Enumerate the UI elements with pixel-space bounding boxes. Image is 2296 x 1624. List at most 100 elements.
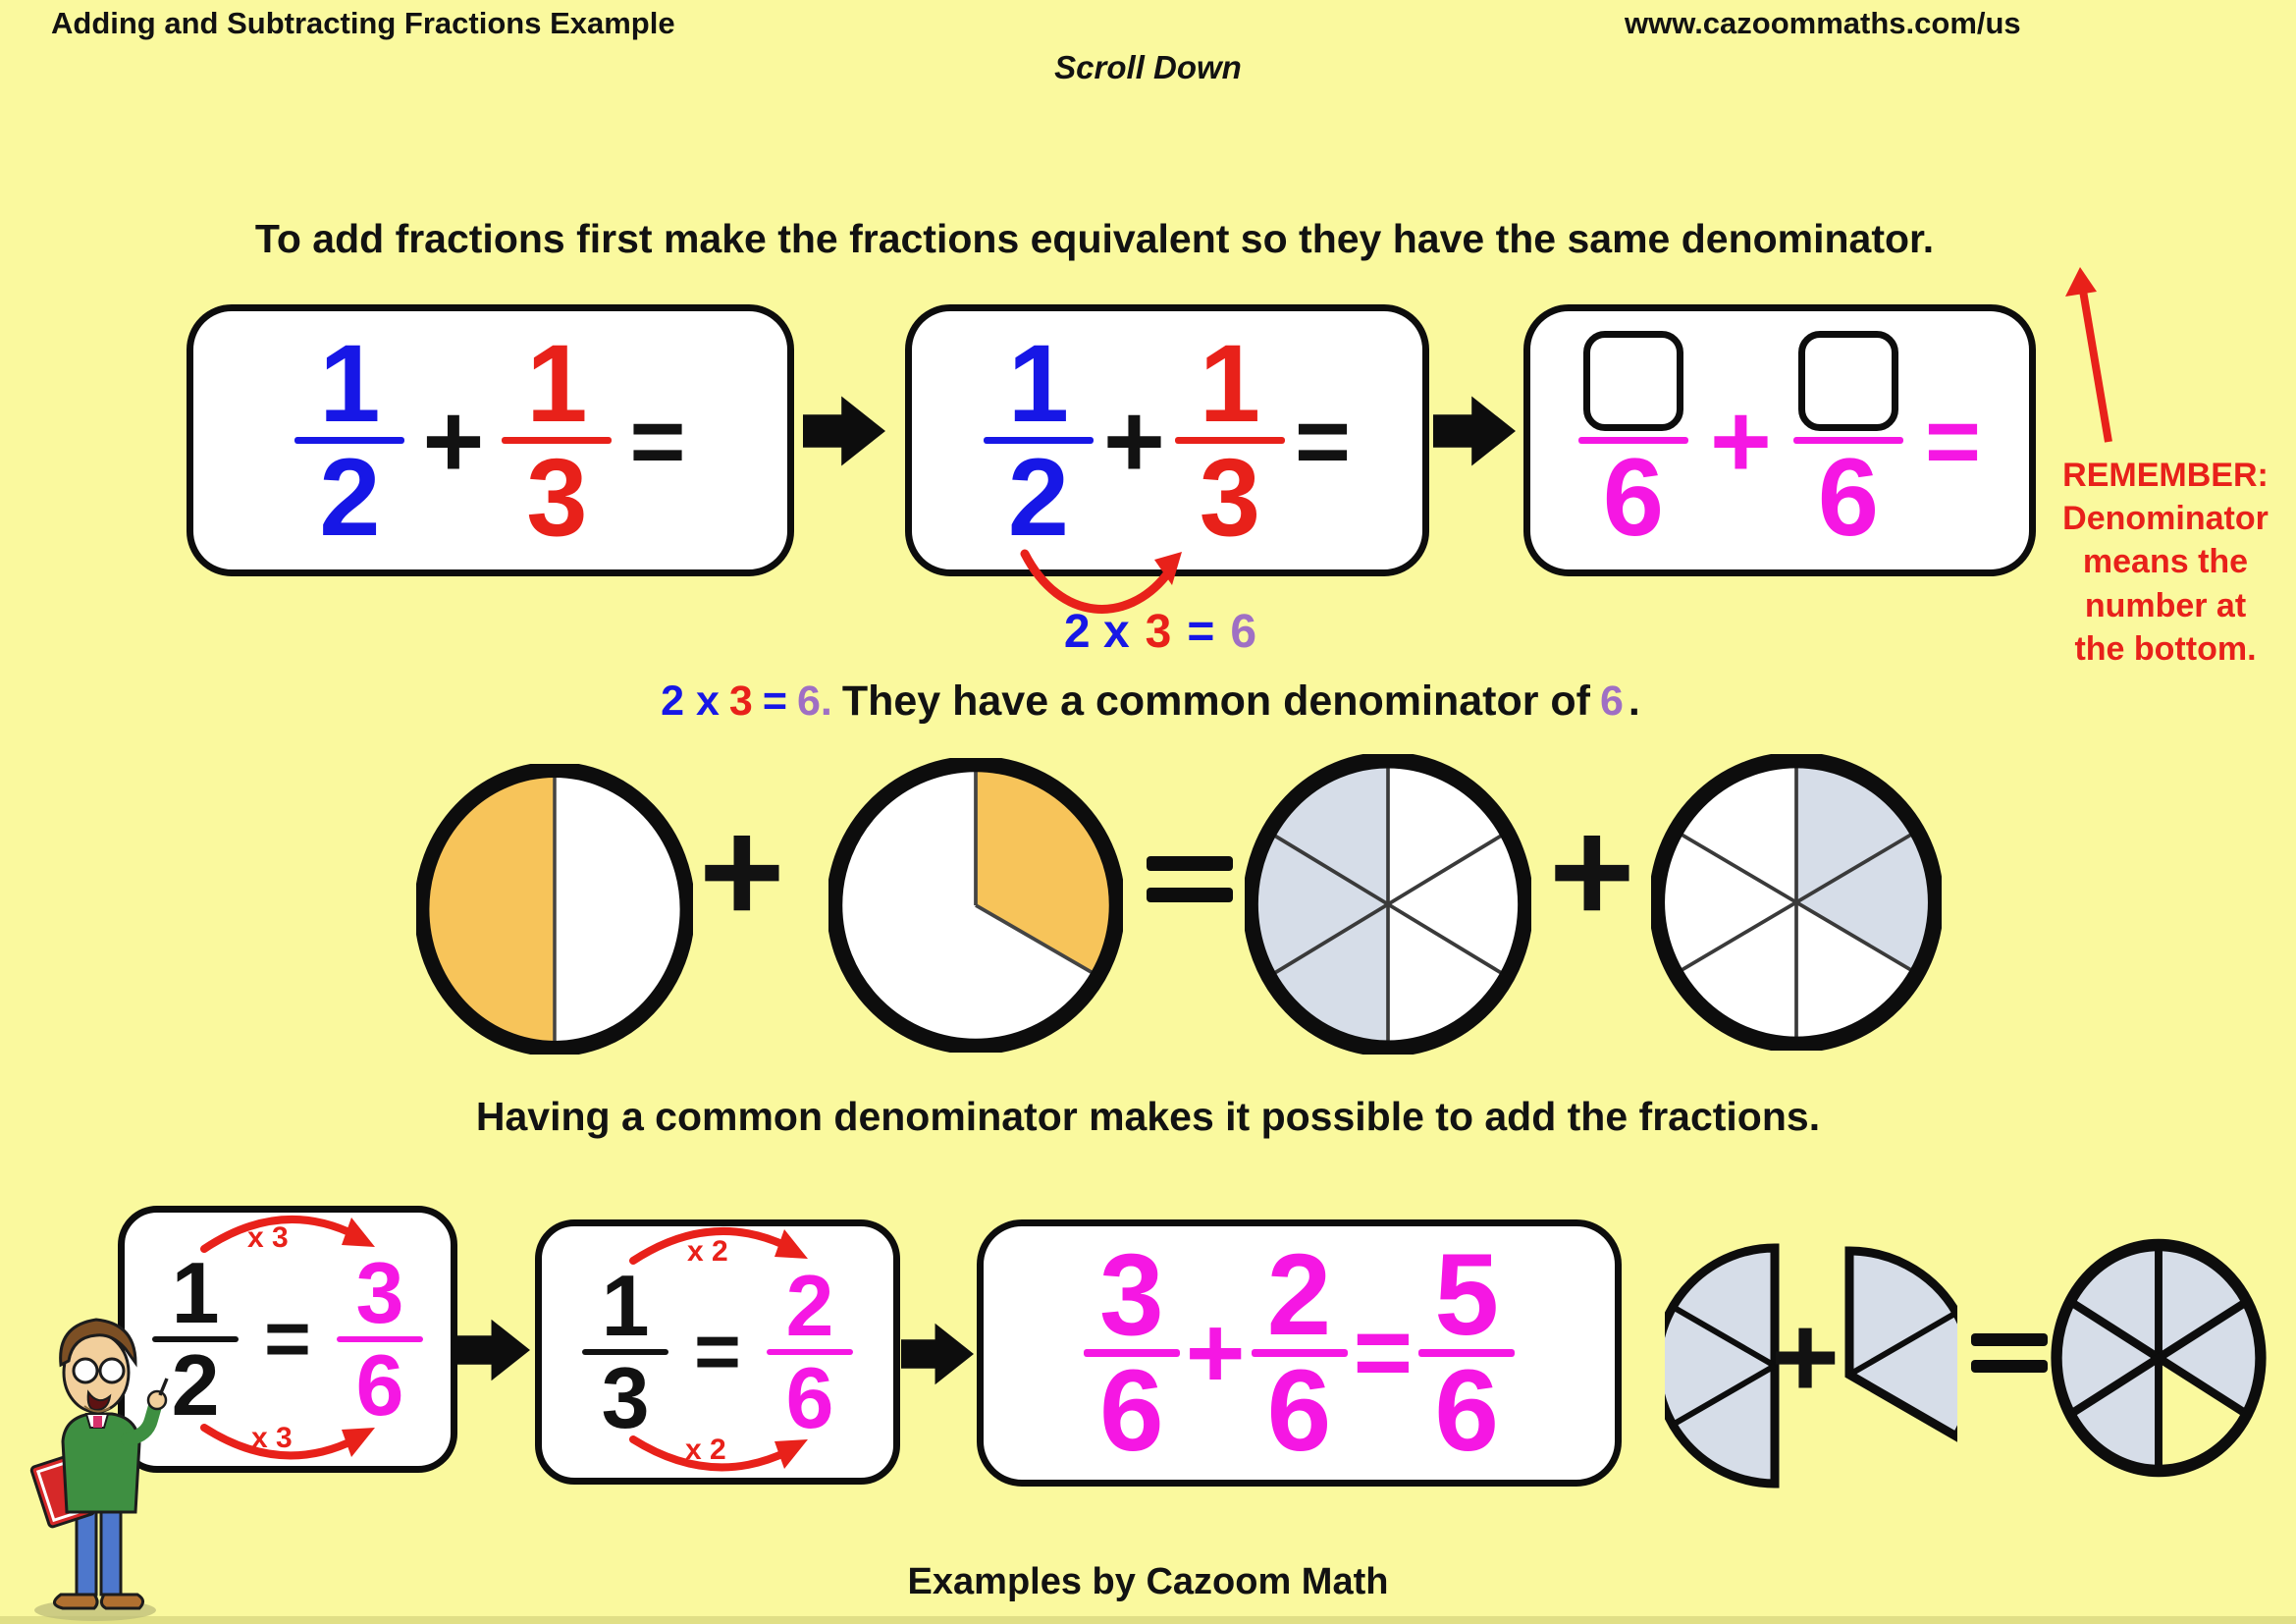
numerator: 2 xyxy=(1266,1229,1332,1360)
remember-line: number at xyxy=(2084,586,2247,624)
fraction-bar xyxy=(1418,1349,1516,1357)
sum-box: 3 6 + 2 6 = 5 6 xyxy=(977,1219,1622,1487)
numerator: 1 xyxy=(171,1244,220,1342)
plus-sign: + xyxy=(1549,788,1635,953)
equation-box-common-denominator: 6 + 6 = xyxy=(1523,304,2036,576)
fraction-one-third: 1 3 xyxy=(1174,321,1285,559)
sentence-part: 3 xyxy=(728,677,753,725)
page-title: Adding and Subtracting Fractions Example xyxy=(51,6,675,40)
three-sixths-circle-diagram xyxy=(1245,754,1531,1055)
sentence-part: 6. xyxy=(796,677,832,725)
fraction-bar xyxy=(1251,1349,1348,1357)
numerator: 2 xyxy=(785,1257,834,1355)
fraction-one-half: 1 2 xyxy=(294,321,405,559)
numerator: 1 xyxy=(526,321,588,445)
equals-bar xyxy=(1147,888,1233,902)
equation-box-original: 1 2 + 1 3 = xyxy=(187,304,794,576)
sentence-part: They have a common denominator of xyxy=(841,677,1590,725)
fraction-two-sixths: 2 6 xyxy=(1251,1229,1348,1476)
fraction-bar xyxy=(152,1336,240,1342)
denominator: 6 xyxy=(1098,1346,1164,1476)
fraction-bar xyxy=(294,437,405,444)
equals-sign: = xyxy=(1924,386,1982,495)
equals-sign xyxy=(1971,1333,2048,1373)
fraction-five-sixths: 5 6 xyxy=(1418,1229,1516,1476)
fraction-one-half: 1 2 xyxy=(152,1244,240,1428)
plus-sign: + xyxy=(422,380,485,500)
denominator: 6 xyxy=(785,1349,834,1446)
black-arrow-icon xyxy=(1433,396,1516,466)
note-part: 6 xyxy=(1230,606,1257,658)
remember-note: REMEMBER: Denominator means the number a… xyxy=(2040,454,2291,671)
sentence-part: 6 xyxy=(1600,677,1624,725)
plus-sign: + xyxy=(699,788,785,953)
denominator: 6 xyxy=(355,1336,404,1434)
numerator: 1 xyxy=(1007,321,1069,445)
third-circle-diagram xyxy=(828,758,1123,1053)
numerator-blank-box xyxy=(1582,331,1683,432)
note-part: 2 x xyxy=(1063,606,1130,658)
denominator: 6 xyxy=(1434,1346,1500,1476)
numerator: 3 xyxy=(355,1244,404,1342)
equals-bar xyxy=(1147,856,1233,871)
fraction-three-sixths: 3 6 xyxy=(336,1244,423,1434)
sentence-part: = xyxy=(762,677,787,725)
half-circle-diagram xyxy=(416,764,693,1055)
equals-sign: = xyxy=(1294,386,1352,495)
fraction-bar xyxy=(1792,437,1903,445)
numerator: 1 xyxy=(601,1257,650,1355)
times-two-label: x 2 xyxy=(687,1235,728,1268)
numerator: 1 xyxy=(1199,321,1261,445)
remember-line: Denominator xyxy=(2062,500,2269,538)
remember-line: means the xyxy=(2082,543,2249,581)
times-three-label: x 3 xyxy=(251,1422,293,1454)
denominator: 3 xyxy=(601,1349,650,1446)
denominator: 3 xyxy=(526,436,588,559)
denominator: 6 xyxy=(1266,1346,1332,1476)
bottom-strip xyxy=(0,1616,2296,1624)
instruction-step1: To add fractions first make the fraction… xyxy=(254,216,1935,261)
footer-credit: Examples by Cazoom Math xyxy=(907,1561,1389,1602)
equals-sign xyxy=(1147,856,1233,902)
plus-sign: + xyxy=(1102,380,1165,500)
denominator: 6 xyxy=(1602,436,1664,560)
fraction-bar xyxy=(502,437,613,444)
equals-bar xyxy=(1971,1333,2048,1346)
numerator: 1 xyxy=(319,321,381,445)
plus-sign: + xyxy=(1185,1295,1246,1410)
fraction-bar xyxy=(1083,1349,1180,1357)
site-url: www.cazoommaths.com/us xyxy=(1625,6,2021,40)
remember-line: the bottom. xyxy=(2074,629,2257,668)
equals-sign: = xyxy=(264,1294,311,1383)
denominator: 3 xyxy=(1199,436,1261,559)
denominator: 2 xyxy=(319,436,381,559)
teacher-illustration xyxy=(29,1318,169,1621)
scroll-down-hint: Scroll Down xyxy=(1054,49,1242,85)
fraction-one-half: 1 2 xyxy=(983,321,1094,553)
equals-sign: = xyxy=(629,386,686,495)
fraction-bar xyxy=(582,1349,669,1355)
equation-box-multiply: 1 2 + 1 3 = xyxy=(905,304,1429,576)
fraction-blank-sixths: 6 xyxy=(1577,331,1688,560)
two-sixths-wedge-diagram xyxy=(1844,1246,1957,1442)
plus-sign: + xyxy=(1771,1291,1841,1423)
note-part: 3 xyxy=(1145,606,1172,658)
plus-sign: + xyxy=(1709,380,1772,500)
denominator: 6 xyxy=(1817,436,1880,560)
equals-bar xyxy=(1971,1360,2048,1373)
numerator-blank-box xyxy=(1797,331,1898,432)
instruction-step2: Having a common denominator makes it pos… xyxy=(475,1094,1821,1139)
remember-arrow-icon xyxy=(2065,267,2112,443)
multiply-note: 2 x 3 = 6 xyxy=(905,605,1415,659)
fraction-bar xyxy=(983,437,1094,444)
equals-sign: = xyxy=(694,1307,741,1396)
black-arrow-icon xyxy=(457,1319,530,1381)
numerator: 3 xyxy=(1098,1229,1164,1360)
numerator: 5 xyxy=(1434,1229,1500,1360)
black-arrow-icon xyxy=(901,1323,974,1385)
three-sixths-half-diagram xyxy=(1665,1243,1780,1489)
fraction-bar xyxy=(1577,437,1688,445)
times-three-label: x 3 xyxy=(247,1221,289,1254)
times-two-label: x 2 xyxy=(685,1434,726,1466)
